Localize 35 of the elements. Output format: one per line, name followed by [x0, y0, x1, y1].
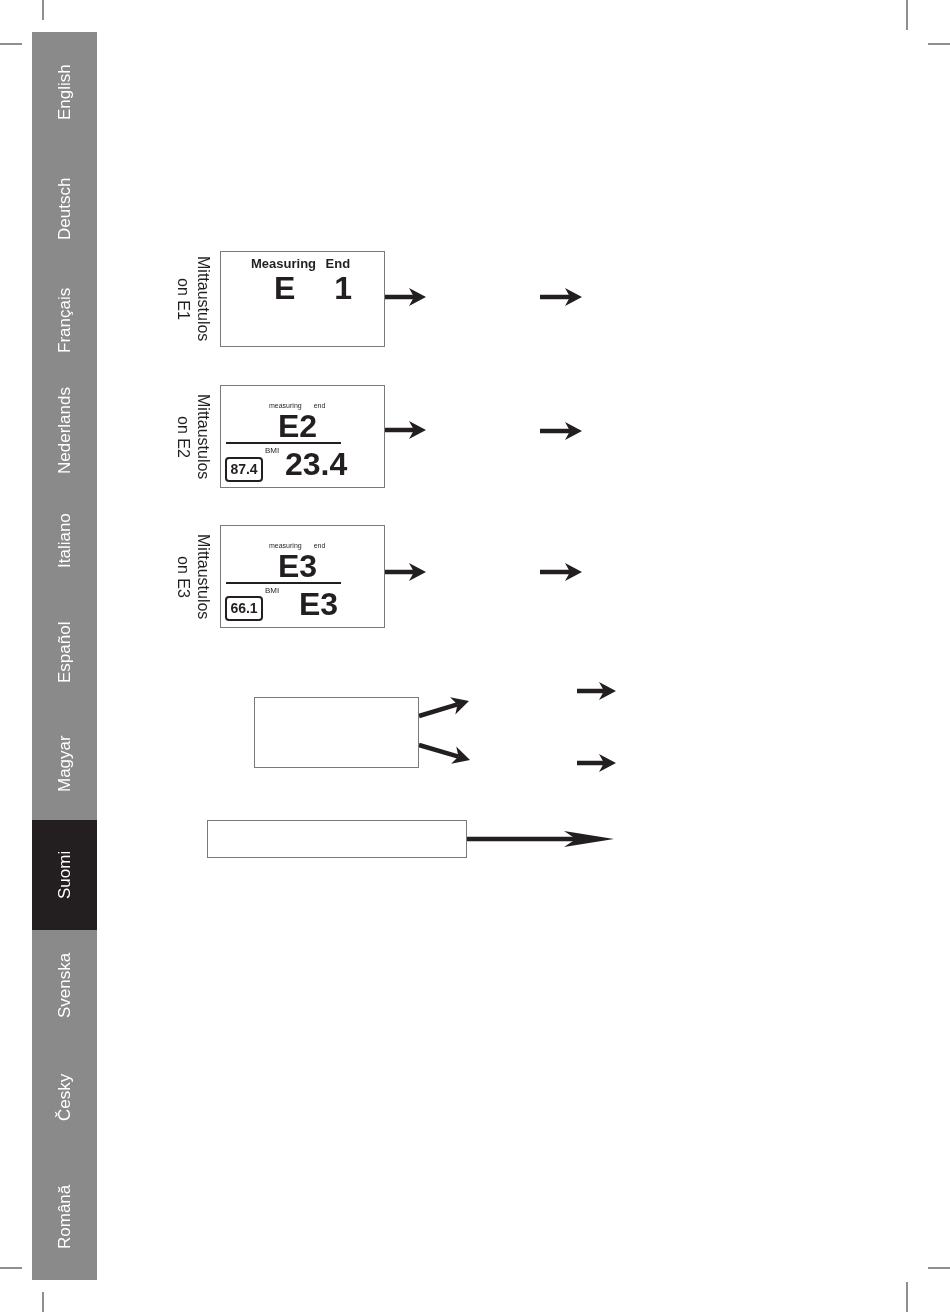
blank-box [254, 697, 419, 768]
display-label: BMI [265, 587, 280, 595]
segment-digits: E3 [299, 588, 339, 620]
display-label: BMI [265, 447, 280, 455]
segment-digits: 23.4 [285, 448, 348, 480]
arrow [418, 697, 469, 719]
language-tab: Magyar [32, 708, 97, 820]
side-caption: Mittaustulos on E3 [174, 532, 213, 622]
arrow [385, 421, 426, 439]
side-caption: Mittaustulos on E2 [174, 392, 213, 482]
language-tab: Español [32, 596, 97, 708]
language-tab: Français [32, 265, 97, 375]
language-tab: Česky [32, 1041, 97, 1153]
lcd-display [220, 525, 385, 628]
arrow [385, 288, 426, 306]
small-readout: 66.1 [225, 596, 263, 621]
language-tab: Română [32, 1153, 97, 1280]
display-heading: Measuring End [251, 257, 351, 270]
lcd-display [220, 251, 385, 347]
blank-box [207, 820, 467, 858]
language-tab: Svenska [32, 930, 97, 1041]
lcd-display [220, 385, 385, 488]
arrow [467, 831, 614, 847]
side-caption: Mittaustulos on E1 [174, 255, 213, 344]
arrow [418, 742, 470, 764]
segment-digits: E 1 [274, 272, 353, 304]
language-tab: Italiano [32, 486, 97, 596]
selected-tab: Suomi [32, 820, 97, 930]
segment-digits: E3 [278, 550, 318, 582]
language-tab: English [32, 32, 97, 153]
arrow [385, 563, 426, 581]
language-tab: Deutsch [32, 153, 97, 265]
segment-digits: E2 [278, 410, 318, 442]
language-tab: Nederlands [32, 375, 97, 486]
small-readout: 87.4 [225, 457, 263, 482]
